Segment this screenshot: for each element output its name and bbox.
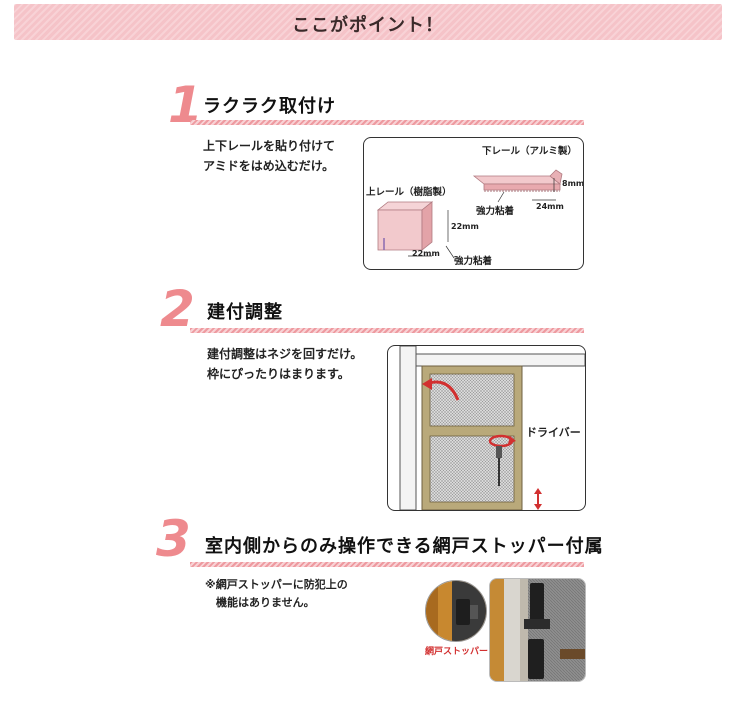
adjustment-diagram-panel: ドライバー xyxy=(387,345,586,511)
lower-adhesive-leader xyxy=(497,191,505,203)
dim-8-label: 8mm xyxy=(562,179,584,188)
lower-rail-label: 下レール（アルミ製） xyxy=(482,146,577,157)
section-2-desc-line-2: 枠にぴったりはまります。 xyxy=(207,367,350,381)
dim-22-horizontal-label: 22mm xyxy=(412,249,440,258)
section-3-desc-line-2: 機能はありません。 xyxy=(205,596,315,609)
section-2-description: 建付調整はネジを回すだけ。 枠にぴったりはまります。 xyxy=(207,344,362,384)
vertical-arrow-down xyxy=(534,504,542,510)
section-3-description: ※網戸ストッパーに防犯上の 機能はありません。 xyxy=(205,576,348,612)
section-3-number: 3 xyxy=(156,510,191,568)
upper-rail-label: 上レール（樹脂製） xyxy=(366,187,452,198)
dim-22-vertical-label: 22mm xyxy=(451,222,479,231)
driver-label: ドライバー xyxy=(526,426,581,439)
stopper-installed-photo xyxy=(489,578,586,682)
adjustment-diagram xyxy=(399,346,585,510)
section-3-divider xyxy=(190,562,584,567)
stopper-closeup-photo xyxy=(425,580,487,642)
section-1-desc-line-1: 上下レールを貼り付けて xyxy=(203,139,336,153)
lower-rail-front xyxy=(483,183,561,191)
stopper-label: 網戸ストッパー xyxy=(425,647,489,657)
header-banner: ここがポイント！ xyxy=(14,4,722,40)
section-3-title: 室内側からのみ操作できる網戸ストッパー付属 xyxy=(205,536,604,557)
lower-rail-lip xyxy=(549,169,563,185)
rail-diagram-panel: 下レール（アルミ製） 上レール（樹脂製） 8mm 24mm 強力粘着 22mm … xyxy=(363,137,584,270)
lower-rail-top xyxy=(472,175,562,185)
upper-rail-side xyxy=(421,201,433,251)
section-2-desc-line-1: 建付調整はネジを回すだけ。 xyxy=(207,347,363,361)
dim-24-label: 24mm xyxy=(536,202,564,211)
section-1-desc-line-2: アミドをはめ込むだけ。 xyxy=(203,159,335,173)
upper-adhesive-label: 強力粘着 xyxy=(454,256,493,267)
section-2-title: 建付調整 xyxy=(207,302,283,323)
vertical-arrow-up xyxy=(534,488,542,494)
window-frame-top xyxy=(415,353,585,367)
section-2-divider xyxy=(190,328,584,333)
section-2-number: 2 xyxy=(160,280,195,338)
upper-adhesive-leader xyxy=(445,245,455,259)
stopper-installed-image xyxy=(490,579,585,681)
window-frame-side xyxy=(399,346,417,510)
page-title: ここがポイント！ xyxy=(292,15,444,36)
adjust-arrow-head xyxy=(422,378,432,390)
rail-diagram xyxy=(376,169,563,259)
rotate-arrow-head xyxy=(508,436,516,444)
lower-adhesive-label: 強力粘着 xyxy=(476,206,515,217)
screen-mesh-upper xyxy=(429,373,515,427)
section-1-title: ラクラク取付け xyxy=(203,96,336,117)
section-1-description: 上下レールを貼り付けて アミドをはめ込むだけ。 xyxy=(203,136,335,176)
stopper-closeup-image xyxy=(426,581,486,641)
section-3-desc-line-1: ※網戸ストッパーに防犯上の xyxy=(205,578,348,591)
section-1-divider xyxy=(190,120,584,125)
screwdriver-handle xyxy=(496,446,502,458)
